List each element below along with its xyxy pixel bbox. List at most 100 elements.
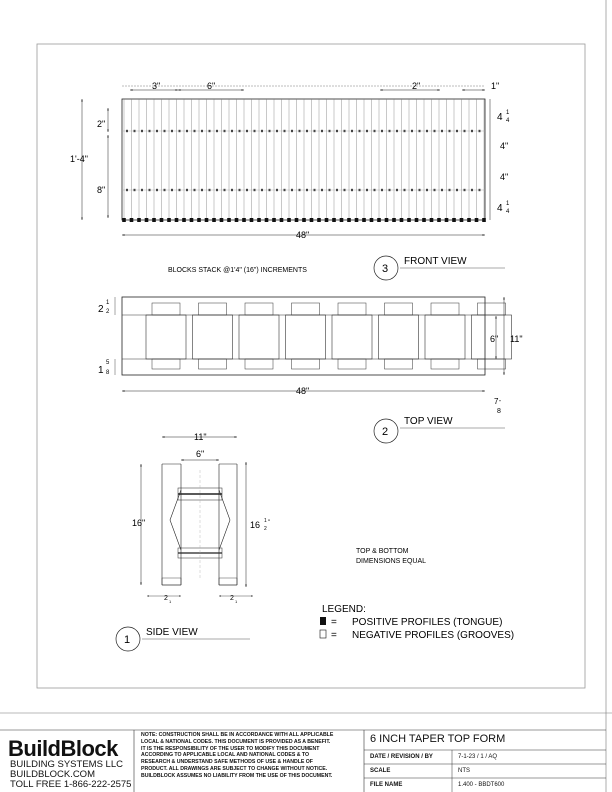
row-mark xyxy=(156,129,158,133)
company-line-2: BUILDBLOCK.COM xyxy=(10,769,95,780)
front-view-ribs xyxy=(123,99,485,218)
company-line-3: TOLL FREE 1-866-222-2575 xyxy=(10,779,132,790)
tongue-marker xyxy=(227,218,231,222)
tongue-marker xyxy=(257,218,261,222)
row-mark xyxy=(388,188,391,192)
tongue-marker xyxy=(287,218,291,222)
row-mark xyxy=(163,188,166,192)
row-mark xyxy=(276,129,278,133)
tongue-marker xyxy=(294,218,299,222)
top-view-outline xyxy=(121,296,486,376)
tongue-marker xyxy=(152,218,156,222)
row-mark xyxy=(291,188,293,192)
tongue-marker xyxy=(429,218,434,222)
row-mark xyxy=(366,129,368,133)
top-view-web-top xyxy=(244,302,274,316)
row-mark xyxy=(193,188,196,192)
tongue-marker xyxy=(459,218,464,222)
tongue-marker xyxy=(347,218,351,222)
top-view-web-bottom xyxy=(198,358,227,370)
svg-text:2: 2 xyxy=(264,526,267,532)
row-mark xyxy=(268,129,271,133)
row-mark xyxy=(321,129,323,133)
row-mark xyxy=(148,129,151,133)
row-mark xyxy=(141,188,143,192)
row-mark xyxy=(456,188,458,192)
top-view-cavity xyxy=(285,314,326,360)
top-view-web-top xyxy=(291,302,320,316)
row-mark xyxy=(388,129,391,133)
row-mark xyxy=(478,129,481,133)
legend-positive-swatch xyxy=(320,617,326,625)
company-line-1: BUILDING SYSTEMS LLC xyxy=(10,759,123,770)
drawing-title: 6 INCH TAPER TOP FORM xyxy=(370,733,506,745)
row-mark xyxy=(463,188,466,192)
row-mark xyxy=(261,129,263,133)
note-line: ACCORDING TO APPLICABLE LOCAL AND NATION… xyxy=(141,752,310,759)
company-logo: BuildBlock xyxy=(8,736,118,761)
svg-text:8: 8 xyxy=(497,408,501,415)
dim-48in-top: 48" xyxy=(296,386,309,396)
tongue-marker xyxy=(377,218,381,222)
view-3-number: 3 xyxy=(382,263,388,275)
row-mark xyxy=(126,129,128,133)
row-mark xyxy=(456,129,458,133)
tongue-marker xyxy=(137,218,141,222)
dim-1in: 1" xyxy=(491,81,499,91)
tongue-marker xyxy=(159,218,164,222)
tongue-marker xyxy=(414,218,419,222)
dim-right-4in-b: 4" xyxy=(500,141,508,151)
top-view-cavity xyxy=(145,314,187,360)
stack-note: BLOCKS STACK @1'4" (16") INCREMENTS xyxy=(168,267,307,274)
row-mark xyxy=(328,129,331,133)
file-name-value: 1.400 - BBDT600 xyxy=(458,782,505,788)
row-mark xyxy=(433,129,436,133)
row-mark xyxy=(313,129,316,133)
side-note-line1: TOP & BOTTOM xyxy=(356,548,409,555)
dim-top-left-2: 2 xyxy=(98,304,104,315)
top-view: 2 1 2 1 5 8 6" 11" 48" 7 " 8 2 TOP VIEW xyxy=(98,296,523,444)
row-mark xyxy=(201,188,203,192)
top-view-web-bottom xyxy=(291,358,320,370)
dim-48in-front: 48" xyxy=(296,230,309,240)
note-line: NOTE: CONSTRUCTION SHALL BE IN ACCORDANC… xyxy=(141,732,334,738)
row-mark xyxy=(373,129,376,133)
top-view-web-bottom xyxy=(384,358,413,370)
dim-left-2in: 2" xyxy=(97,119,105,129)
tongue-marker xyxy=(309,218,314,222)
top-view-web-top xyxy=(430,302,460,316)
dim-2in: 2" xyxy=(412,81,420,91)
side-view-label: SIDE VIEW xyxy=(146,627,198,638)
row-mark xyxy=(133,129,136,133)
row-mark xyxy=(306,129,308,133)
dim-right-4-top: 4 xyxy=(497,112,503,123)
row-mark xyxy=(441,129,443,133)
legend-negative-eq: = xyxy=(331,630,337,641)
row-mark xyxy=(418,129,421,133)
top-view-web-top xyxy=(151,302,181,316)
tongue-marker xyxy=(437,218,441,222)
tongue-marker xyxy=(422,218,426,222)
row-mark xyxy=(246,188,248,192)
row-mark xyxy=(403,129,406,133)
row-mark xyxy=(298,129,301,133)
tongue-marker xyxy=(174,218,179,222)
tongue-marker xyxy=(452,218,456,222)
row-mark xyxy=(336,129,338,133)
row-mark xyxy=(193,129,196,133)
note-line: RESEARCH & UNDERSTAND SAFE METHODS OF US… xyxy=(141,759,313,766)
row-mark xyxy=(141,129,143,133)
tongue-marker xyxy=(302,218,306,222)
row-mark xyxy=(268,188,271,192)
row-mark xyxy=(126,188,128,192)
row-mark xyxy=(426,188,428,192)
row-mark xyxy=(223,188,226,192)
row-mark xyxy=(411,129,413,133)
scale-value: NTS xyxy=(458,768,470,774)
row-mark xyxy=(471,188,473,192)
row-mark xyxy=(336,188,338,192)
row-mark xyxy=(403,188,406,192)
row-mark xyxy=(238,129,241,133)
tongue-marker xyxy=(332,218,336,222)
row-mark xyxy=(201,129,203,133)
